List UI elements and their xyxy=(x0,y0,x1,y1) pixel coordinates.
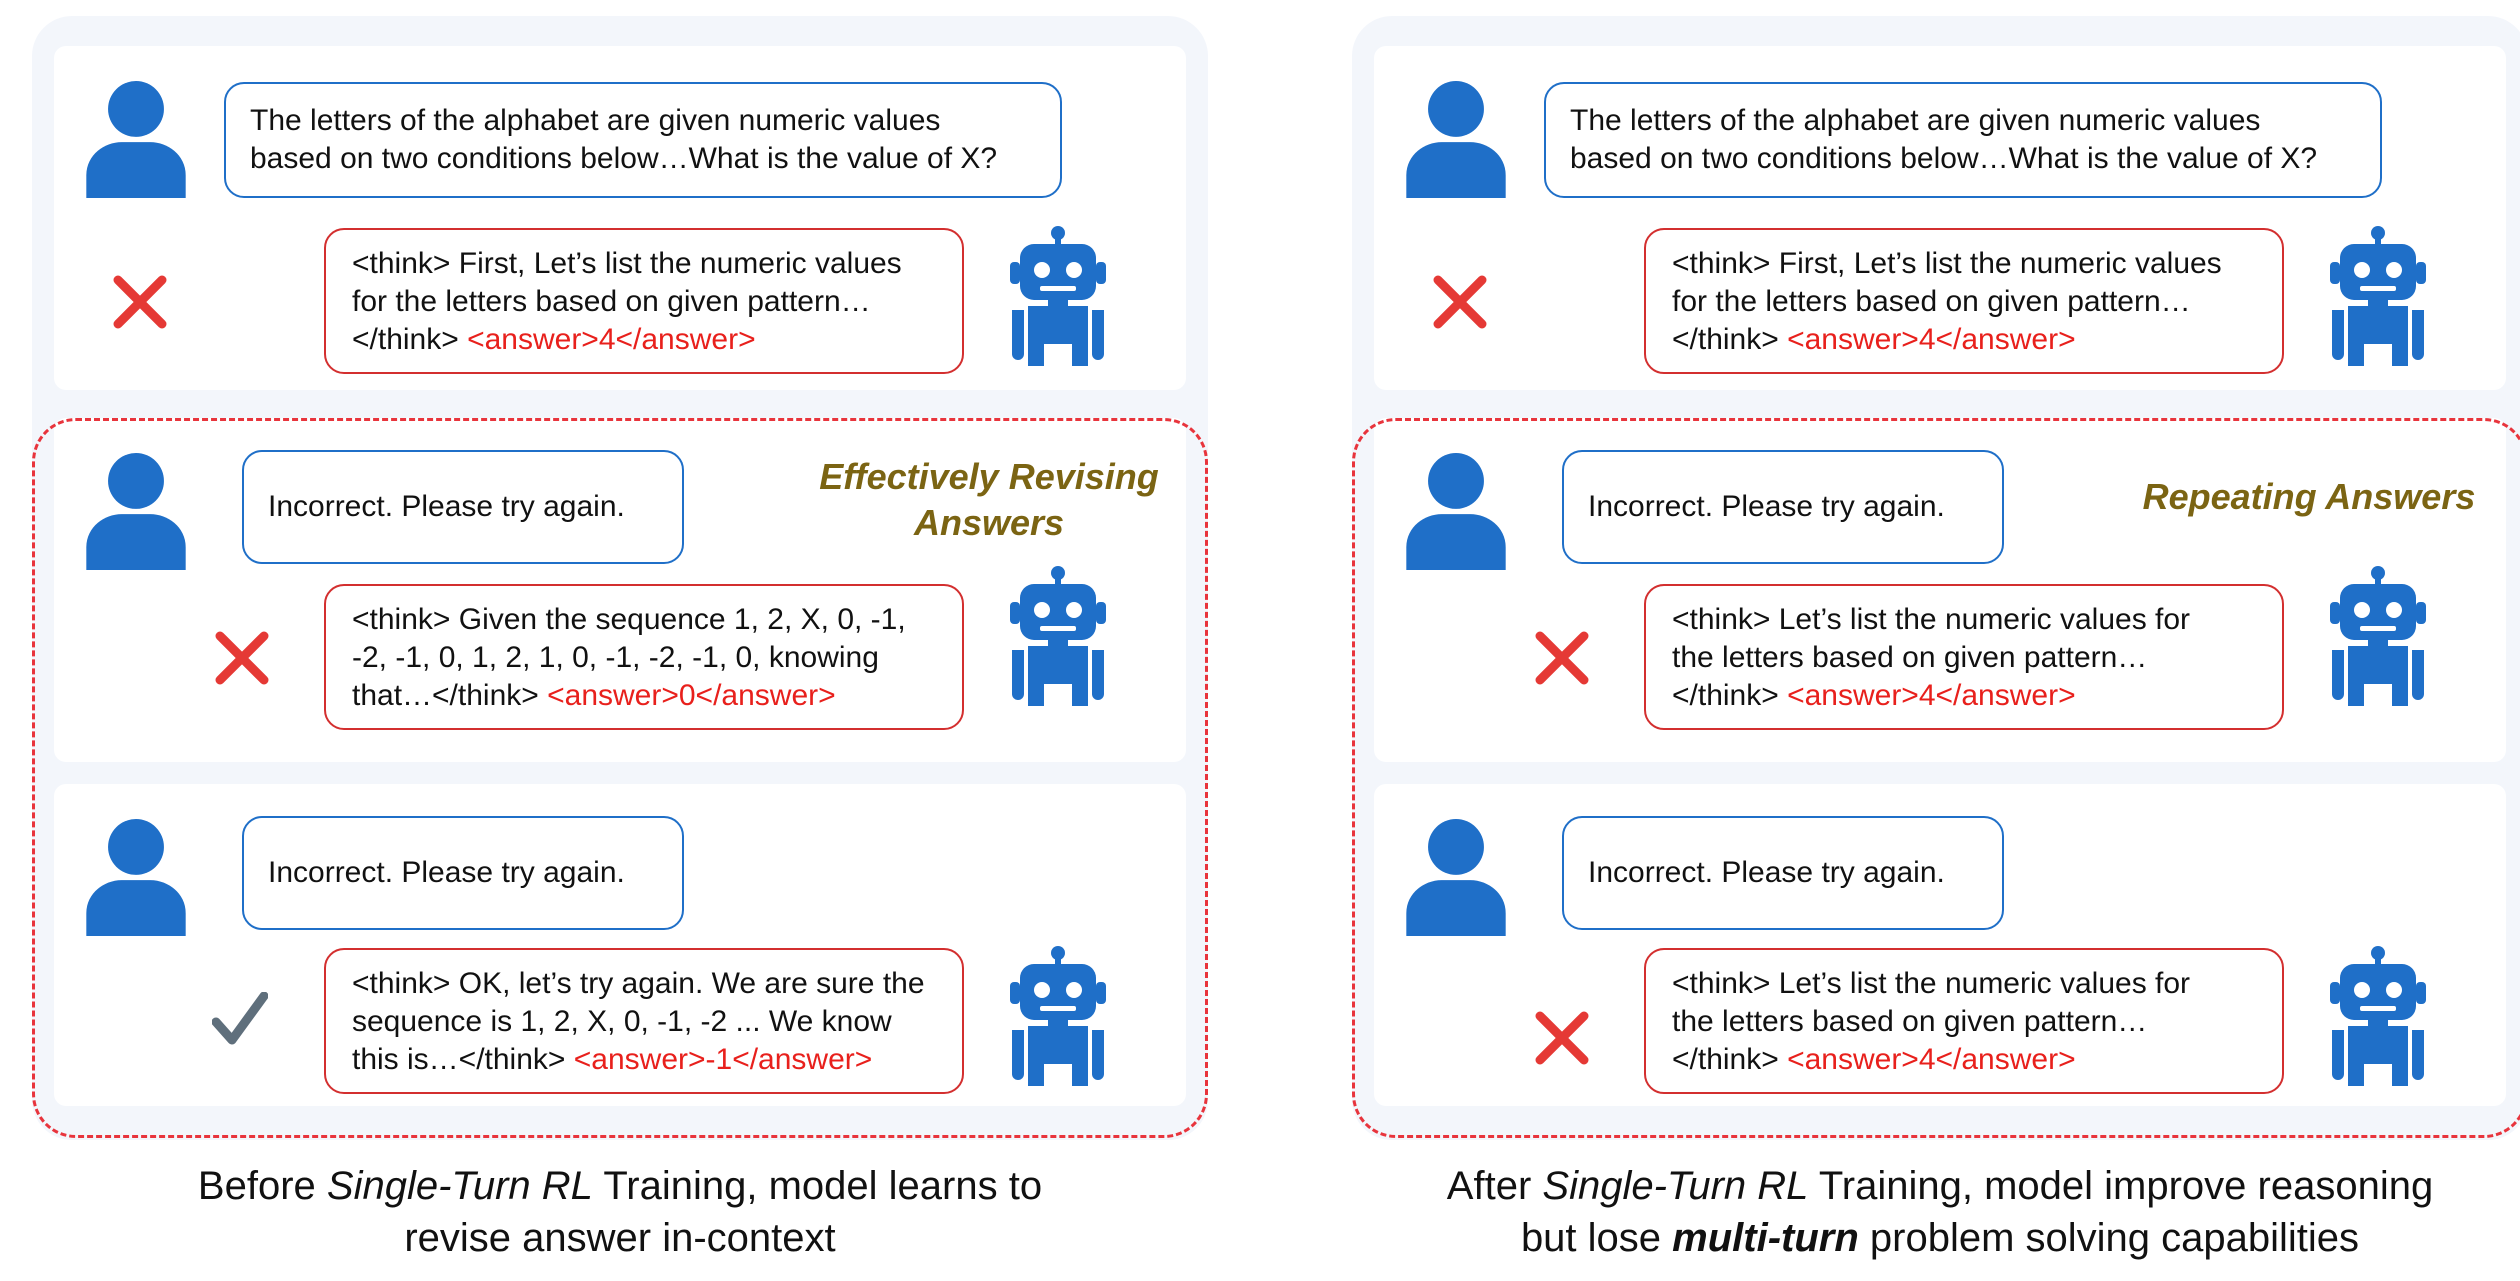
user-message-line: The letters of the alphabet are given nu… xyxy=(1570,104,2261,137)
cross-icon xyxy=(1535,631,1589,685)
caption-emphasis: Single-Turn RL xyxy=(326,1164,593,1208)
user-feedback-text: Incorrect. Please try again. xyxy=(268,856,625,889)
model-response-line: -2, -1, 0, 1, 2, 1, 0, -1, -2, -1, 0, kn… xyxy=(352,641,879,674)
caption-text: but lose xyxy=(1520,1216,1673,1260)
model-response-line: this is…</think> xyxy=(352,1043,574,1076)
user-message-line: The letters of the alphabet are given nu… xyxy=(250,104,941,137)
caption-emphasis: multi-turn xyxy=(1672,1216,1859,1260)
model-response-line: for the letters based on given pattern… xyxy=(352,285,871,318)
answer-tag: <answer>0</answer> xyxy=(547,679,836,712)
cross-icon xyxy=(113,275,167,329)
model-response-line: for the letters based on given pattern… xyxy=(1672,285,2191,318)
user-feedback-bubble: Incorrect. Please try again. xyxy=(242,816,684,930)
model-response-line: <think> Let’s list the numeric values fo… xyxy=(1672,603,2191,636)
model-response-line: </think> xyxy=(1672,323,1788,356)
model-response-line: the letters based on given pattern… xyxy=(1672,1005,2148,1038)
model-response-line: </think> xyxy=(352,323,468,356)
user-message-line: based on two conditions below…What is th… xyxy=(1570,142,2318,175)
caption-text: After xyxy=(1446,1164,1543,1208)
answer-tag: <answer>4</answer> xyxy=(467,323,756,356)
model-response-bubble: <think> Let’s list the numeric values fo… xyxy=(1644,948,2284,1094)
caption-text: problem solving capabilities xyxy=(1858,1216,2360,1260)
model-response-line: <think> First, Let’s list the numeric va… xyxy=(352,247,902,280)
user-icon xyxy=(1406,453,1506,570)
user-message-line: based on two conditions below…What is th… xyxy=(250,142,998,175)
model-response-line: <think> Given the sequence 1, 2, X, 0, -… xyxy=(352,603,906,636)
model-response-bubble: <think> First, Let’s list the numeric va… xyxy=(1644,228,2284,374)
answer-tag: <answer>4</answer> xyxy=(1787,323,2076,356)
user-feedback-text: Incorrect. Please try again. xyxy=(1588,856,1945,889)
answer-tag: <answer>4</answer> xyxy=(1787,1043,2076,1076)
caption-text: Training, model learns to xyxy=(592,1164,1043,1208)
user-message-bubble: The letters of the alphabet are given nu… xyxy=(224,82,1062,198)
answer-tag: <answer>4</answer> xyxy=(1787,679,2076,712)
model-response-bubble: <think> Given the sequence 1, 2, X, 0, -… xyxy=(324,584,964,730)
model-response-line: <think> Let’s list the numeric values fo… xyxy=(1672,967,2191,1000)
user-icon xyxy=(1406,81,1506,198)
annotation-line: Effectively Revising xyxy=(819,456,1159,497)
user-icon xyxy=(1406,819,1506,936)
user-message-bubble: The letters of the alphabet are given nu… xyxy=(1544,82,2382,198)
robot-icon xyxy=(1010,226,1106,366)
model-response-bubble: <think> First, Let’s list the numeric va… xyxy=(324,228,964,374)
right-caption: After Single-Turn RL Training, model imp… xyxy=(1352,1160,2520,1264)
model-response-bubble: <think> Let’s list the numeric values fo… xyxy=(1644,584,2284,730)
left-panel: The letters of the alphabet are given nu… xyxy=(32,16,1208,1140)
user-icon xyxy=(86,819,186,936)
model-response-line: sequence is 1, 2, X, 0, -1, -2 ... We kn… xyxy=(352,1005,892,1038)
check-icon xyxy=(212,992,268,1045)
user-feedback-bubble: Incorrect. Please try again. xyxy=(1562,450,2004,564)
annotation-line: Answers xyxy=(913,502,1065,543)
robot-icon xyxy=(1010,946,1106,1086)
user-feedback-text: Incorrect. Please try again. xyxy=(1588,490,1945,523)
revision-annotation: Effectively Revising Answers xyxy=(786,454,1192,546)
cross-icon xyxy=(1433,275,1487,329)
user-feedback-text: Incorrect. Please try again. xyxy=(268,490,625,523)
caption-emphasis: Single-Turn RL xyxy=(1542,1164,1809,1208)
user-icon xyxy=(86,453,186,570)
user-icon xyxy=(86,81,186,198)
caption-text: Before xyxy=(197,1164,327,1208)
robot-icon xyxy=(1010,566,1106,706)
caption-text: Training, model improve reasoning xyxy=(1808,1164,2434,1208)
model-response-line: </think> xyxy=(1672,679,1788,712)
robot-icon xyxy=(2330,226,2426,366)
right-panel: The letters of the alphabet are given nu… xyxy=(1352,16,2520,1140)
model-response-line: the letters based on given pattern… xyxy=(1672,641,2148,674)
model-response-line: <think> First, Let’s list the numeric va… xyxy=(1672,247,2222,280)
answer-tag: <answer>-1</answer> xyxy=(573,1043,873,1076)
robot-icon xyxy=(2330,946,2426,1086)
user-feedback-bubble: Incorrect. Please try again. xyxy=(1562,816,2004,930)
user-feedback-bubble: Incorrect. Please try again. xyxy=(242,450,684,564)
model-response-line: that…</think> xyxy=(352,679,548,712)
left-caption: Before Single-Turn RL Training, model le… xyxy=(32,1160,1208,1264)
model-response-line: </think> xyxy=(1672,1043,1788,1076)
robot-icon xyxy=(2330,566,2426,706)
caption-text: revise answer in-context xyxy=(404,1216,836,1260)
repeating-annotation: Repeating Answers xyxy=(2106,474,2512,520)
annotation-line: Repeating Answers xyxy=(2142,476,2476,517)
model-response-line: <think> OK, let’s try again. We are sure… xyxy=(352,967,925,1000)
cross-icon xyxy=(1535,1011,1589,1065)
cross-icon xyxy=(215,631,269,685)
model-response-bubble: <think> OK, let’s try again. We are sure… xyxy=(324,948,964,1094)
